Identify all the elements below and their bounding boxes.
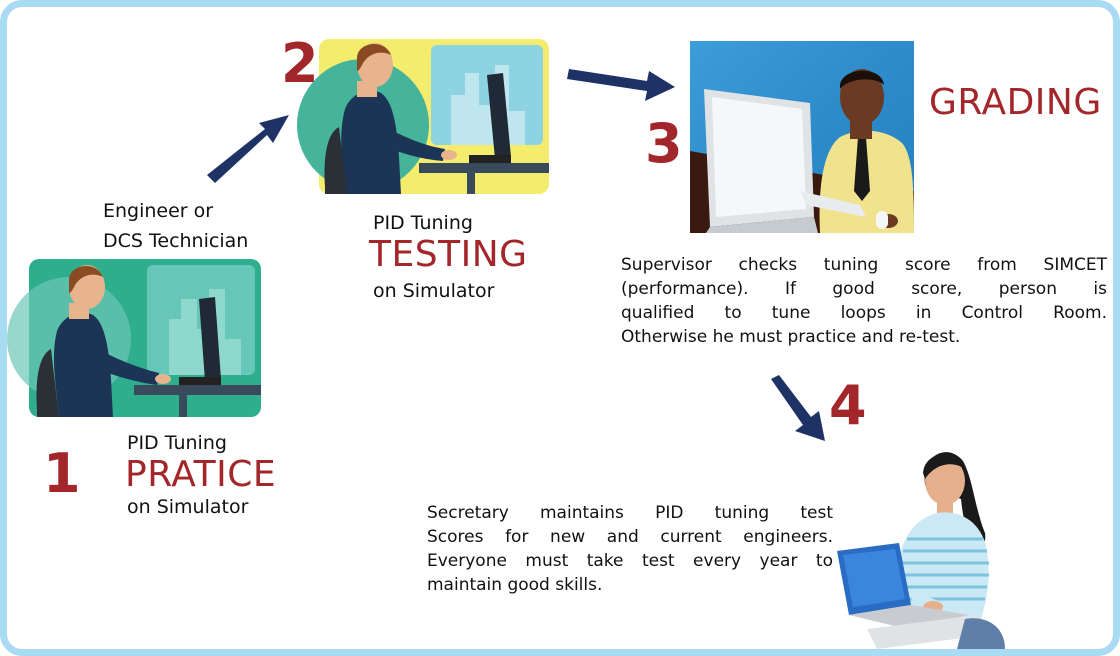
grading-line-1: Supervisor checks tuning score from SIMC…: [621, 255, 1107, 275]
step-number-1: 1: [43, 442, 81, 505]
step-3-action: GRADING: [929, 82, 1102, 123]
grading-description: Supervisor checks tuning score from SIMC…: [621, 253, 1107, 349]
step-2-action: TESTING: [369, 234, 528, 275]
secretary-line-2: Scores for new and current engineers.: [427, 527, 833, 547]
secretary-line-1: Secretary maintains PID tuning test: [427, 503, 833, 523]
step-2-title: PID Tuning: [373, 212, 473, 234]
secretary-description: Secretary maintains PID tuning test Scor…: [427, 501, 833, 597]
step-1-title: PID Tuning: [127, 432, 227, 454]
step-number-4: 4: [829, 374, 867, 437]
actor-label-line-2: DCS Technician: [103, 230, 249, 252]
step-1-action: PRATICE: [125, 454, 277, 495]
engineer-testing-illustration: [297, 39, 549, 194]
secretary-line-3: Everyone must take test every year to: [427, 551, 833, 571]
step-1-suffix: on Simulator: [127, 496, 249, 518]
actor-label-line-1: Engineer or: [103, 200, 214, 222]
supervisor-grading-illustration: [690, 41, 914, 233]
secretary-line-4: maintain good skills.: [427, 575, 603, 595]
engineer-practice-illustration: [7, 259, 261, 417]
step-number-3: 3: [645, 112, 683, 175]
grading-line-2: (performance). If good score, person is: [621, 279, 1107, 299]
step-2-suffix: on Simulator: [373, 280, 495, 302]
flow-arrow-icon: [207, 69, 825, 441]
grading-line-4: Otherwise he must practice and re-test.: [621, 327, 961, 347]
secretary-illustration: [837, 452, 1005, 649]
step-number-2: 2: [281, 32, 319, 95]
grading-line-3: qualified to tune loops in Control Room.: [621, 303, 1107, 323]
